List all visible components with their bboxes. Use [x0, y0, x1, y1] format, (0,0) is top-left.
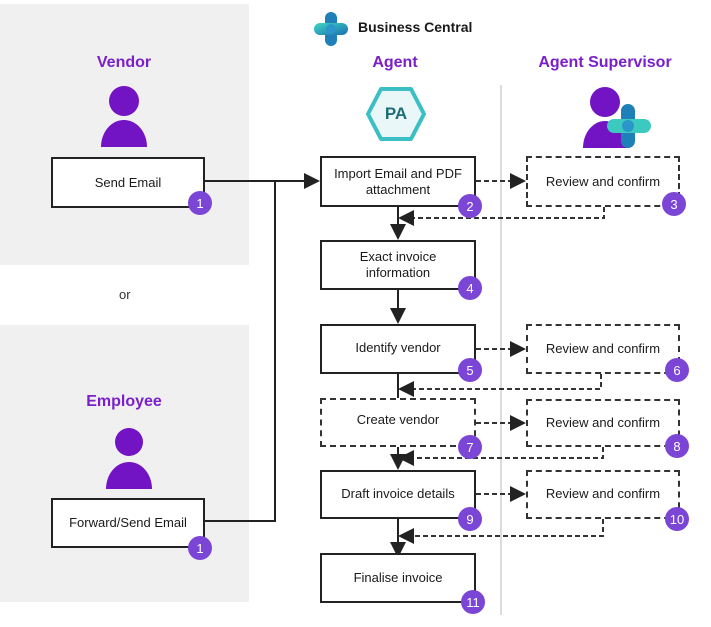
step-number-badge: 5	[458, 358, 482, 382]
step-import-email[interactable]: Import Email and PDF attachment	[320, 156, 476, 207]
step-draft-invoice[interactable]: Draft invoice details	[320, 470, 476, 519]
step-review-confirm[interactable]: Review and confirm	[526, 324, 680, 374]
step-review-confirm[interactable]: Review and confirm	[526, 470, 680, 519]
vendor-lane-title: Vendor	[96, 54, 152, 71]
or-separator: or	[119, 287, 131, 302]
step-number-badge: 6	[665, 358, 689, 382]
brand-title: Business Central	[358, 19, 473, 35]
step-number-badge: 4	[458, 276, 482, 300]
step-label: Exact invoice information	[359, 249, 437, 280]
step-label: Review and confirm	[545, 486, 661, 501]
step-number-badge: 10	[665, 507, 689, 531]
step-finalise-invoice[interactable]: Finalise invoice	[320, 553, 476, 603]
step-label: Create vendor	[356, 412, 440, 427]
step-label: Review and confirm	[545, 415, 661, 430]
step-number-badge: 3	[662, 192, 686, 216]
step-label: Review and confirm	[545, 173, 661, 189]
step-number-badge: 11	[461, 590, 485, 614]
step-number-badge: 9	[458, 507, 482, 531]
step-forward-send-email[interactable]: Forward/Send Email	[51, 498, 205, 548]
step-number-badge: 8	[665, 434, 689, 458]
step-number-badge: 7	[458, 435, 482, 459]
step-number-badge: 1	[188, 536, 212, 560]
payables-agent-icon: PA	[365, 86, 427, 142]
step-identify-vendor[interactable]: Identify vendor	[320, 324, 476, 374]
step-label: Forward/Send Email	[69, 515, 187, 530]
step-send-email[interactable]: Send Email	[51, 157, 205, 208]
step-label: Send Email	[94, 174, 162, 190]
vendor-person-icon	[101, 86, 147, 147]
supervisor-person-bc-icon	[583, 87, 651, 148]
step-label: Import Email and PDF attachment	[334, 165, 462, 197]
step-label: Review and confirm	[545, 341, 661, 356]
step-number-badge: 2	[458, 194, 482, 218]
step-label: Draft invoice details	[341, 486, 455, 501]
step-review-confirm[interactable]: Review and confirm	[526, 399, 680, 447]
business-central-logo-icon	[314, 12, 348, 46]
employee-person-icon	[106, 428, 152, 489]
employee-lane-title: Employee	[86, 393, 162, 410]
step-create-vendor[interactable]: Create vendor	[320, 398, 476, 447]
step-review-confirm[interactable]: Review and confirm	[526, 156, 680, 207]
agent-lane-title: Agent	[372, 54, 418, 71]
step-label: Identify vendor	[355, 340, 441, 355]
supervisor-lane-title: Agent Supervisor	[538, 54, 672, 71]
step-extract-invoice[interactable]: Exact invoice information	[320, 240, 476, 290]
step-label: Finalise invoice	[353, 570, 443, 585]
pa-label: PA	[384, 104, 408, 123]
step-number-badge: 1	[188, 191, 212, 215]
